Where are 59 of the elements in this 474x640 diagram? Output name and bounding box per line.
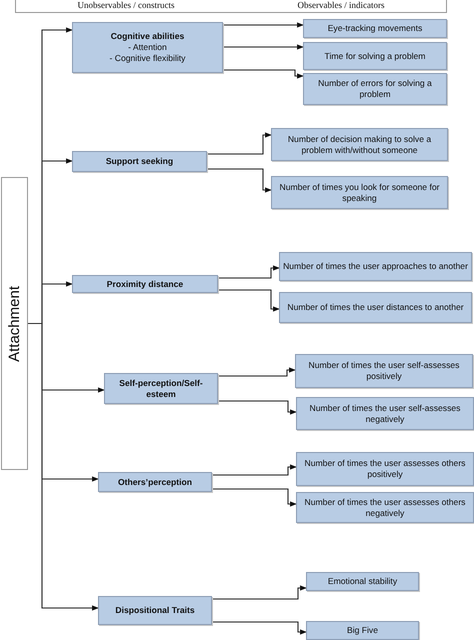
indicator-box bbox=[306, 621, 419, 640]
column-heading: Observables / indicators bbox=[298, 0, 384, 10]
indicator-box bbox=[303, 19, 447, 38]
indicator-label: Number of times the user approaches to another bbox=[283, 261, 468, 272]
arrow bbox=[212, 464, 297, 476]
category-label: Attachment bbox=[6, 286, 23, 362]
arrow bbox=[207, 168, 272, 193]
indicator-box bbox=[295, 354, 473, 388]
arrow bbox=[218, 400, 297, 415]
indicator-box bbox=[271, 176, 448, 209]
arrow bbox=[223, 44, 304, 50]
arrow bbox=[212, 585, 307, 600]
indicator-box bbox=[271, 128, 448, 161]
construct-box bbox=[72, 275, 218, 293]
indicator-label: Number of times the user assesses others positively bbox=[304, 458, 466, 480]
construct-label: Proximity distance bbox=[106, 278, 184, 290]
category-box bbox=[1, 177, 28, 470]
arrow bbox=[218, 265, 280, 279]
construct-label: Cognitive abilities bbox=[110, 31, 184, 42]
indicator-box bbox=[296, 397, 474, 430]
indicator-label: Number of errors for solving a problem bbox=[317, 78, 433, 100]
construct-box bbox=[104, 373, 218, 404]
indicator-label: Time for solving a problem bbox=[324, 50, 426, 62]
arrow bbox=[28, 322, 99, 611]
construct-box bbox=[72, 22, 223, 73]
indicator-label: Eye-tracking movements bbox=[328, 23, 422, 34]
arrow bbox=[207, 132, 272, 155]
column-heading: Unobservables / constructs bbox=[78, 0, 174, 10]
arrow bbox=[223, 22, 304, 28]
arrow bbox=[212, 488, 297, 507]
indicator-box bbox=[303, 42, 447, 70]
indicator-label: Number of times the user self-assesses positively bbox=[308, 360, 460, 382]
list-item: - Cognitive flexibility bbox=[110, 52, 186, 64]
construct-label: Others’perception bbox=[118, 476, 192, 488]
arrow bbox=[223, 69, 304, 79]
indicator-box bbox=[296, 492, 474, 523]
indicator-label: Emotional stability bbox=[328, 576, 398, 587]
arrow bbox=[218, 289, 280, 312]
arrow bbox=[212, 621, 307, 635]
indicator-box bbox=[279, 292, 472, 323]
indicator-label: Number of times you look for someone for speaking bbox=[278, 182, 440, 204]
indicator-label: Number of times the user distances to another bbox=[287, 302, 464, 313]
construct-label: Support seeking bbox=[106, 156, 174, 167]
indicator-box bbox=[279, 252, 472, 281]
list-item: - Attention bbox=[128, 42, 167, 53]
arrow bbox=[218, 367, 296, 377]
construct-label: Self-perception/Self-esteem bbox=[118, 378, 204, 400]
indicator-box bbox=[303, 73, 447, 105]
construct-label: Dispositional Traits bbox=[115, 605, 195, 616]
indicator-box bbox=[296, 452, 474, 486]
indicator-label: Number of decision making to solve a problem with/without someone bbox=[286, 134, 432, 156]
indicator-label: Number of times the user self-assesses negatively bbox=[308, 402, 462, 424]
construct-box bbox=[98, 596, 212, 625]
indicator-box bbox=[306, 572, 419, 591]
indicator-label: Number of times the user assesses others negatively bbox=[304, 496, 466, 518]
construct-box bbox=[72, 151, 207, 172]
header-bar bbox=[15, 0, 447, 13]
construct-box bbox=[98, 472, 212, 492]
indicator-label: Big Five bbox=[346, 625, 378, 636]
